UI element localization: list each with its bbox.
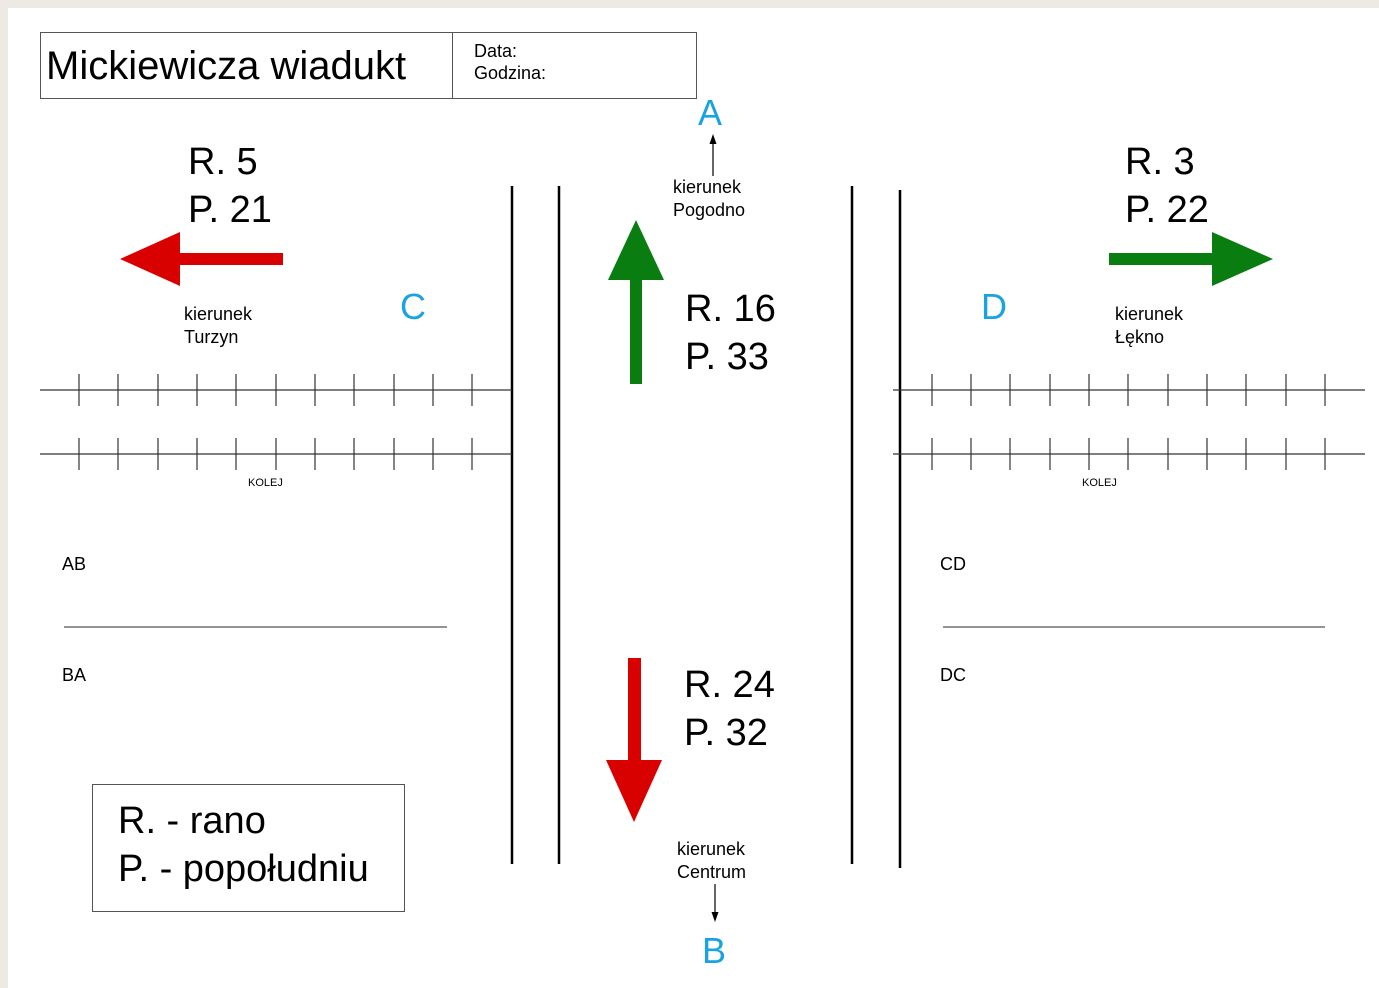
count-east: R. 3 P. 22 [1125,138,1209,234]
count-north: R. 16 P. 33 [685,285,776,381]
count-east-afternoon: P. 22 [1125,189,1209,231]
count-east-morning: R. 3 [1125,141,1195,183]
side-label-cd: CD [940,554,966,574]
direction-south-place: Centrum [677,862,747,882]
arrow-down-red-icon [606,658,662,822]
direction-north-place: Pogodno [673,200,746,220]
legend: R. - rano P. - popołudniu [118,797,369,893]
diagram-sheet [8,8,1379,988]
time-field-label: Godzina: [474,63,547,83]
point-label-a: A [698,92,723,133]
point-label-b: B [702,930,727,971]
arrow-up-green-icon [608,220,664,384]
page-title: Mickiewicza wiadukt [46,44,407,88]
count-south: R. 24 P. 32 [684,661,775,757]
side-label-dc: DC [940,665,966,685]
header-divider [452,32,453,99]
direction-west-place: Turzyn [184,327,239,347]
header-box [40,32,697,99]
arrow-left-red-icon [120,232,283,286]
direction-east-place: Łękno [1115,327,1165,347]
direction-east-word: kierunek [1115,304,1184,324]
legend-morning: R. - rano [118,800,266,842]
count-south-morning: R. 24 [684,664,775,706]
small-arrow-up-icon [709,134,717,176]
count-north-morning: R. 16 [685,288,776,330]
legend-afternoon: P. - popołudniu [118,848,369,890]
date-field-label: Data: [474,41,518,61]
count-south-afternoon: P. 32 [684,712,768,754]
rail-label-left: KOLEJ [248,477,283,489]
rail-label-right: KOLEJ [1082,477,1117,489]
legend-box [92,784,405,912]
direction-north-word: kierunek [673,177,742,197]
count-north-afternoon: P. 33 [685,336,769,378]
point-label-d: D [981,286,1007,327]
direction-west-label: kierunek Turzyn [184,303,252,349]
count-west-afternoon: P. 21 [188,189,272,231]
direction-east-label: kierunek Łękno [1115,303,1183,349]
direction-south-word: kierunek [677,839,746,859]
side-label-ba: BA [62,665,87,685]
count-west-morning: R. 5 [188,141,258,183]
small-arrow-down-icon [711,884,719,922]
point-label-c: C [400,286,426,327]
side-label-ab: AB [62,554,87,574]
arrow-right-green-icon [1109,232,1273,286]
direction-north-label: kierunek Pogodno [673,176,745,222]
direction-south-label: kierunek Centrum [677,838,746,884]
count-west: R. 5 P. 21 [188,138,272,234]
direction-west-word: kierunek [184,304,253,324]
railway-tracks [40,374,1365,470]
